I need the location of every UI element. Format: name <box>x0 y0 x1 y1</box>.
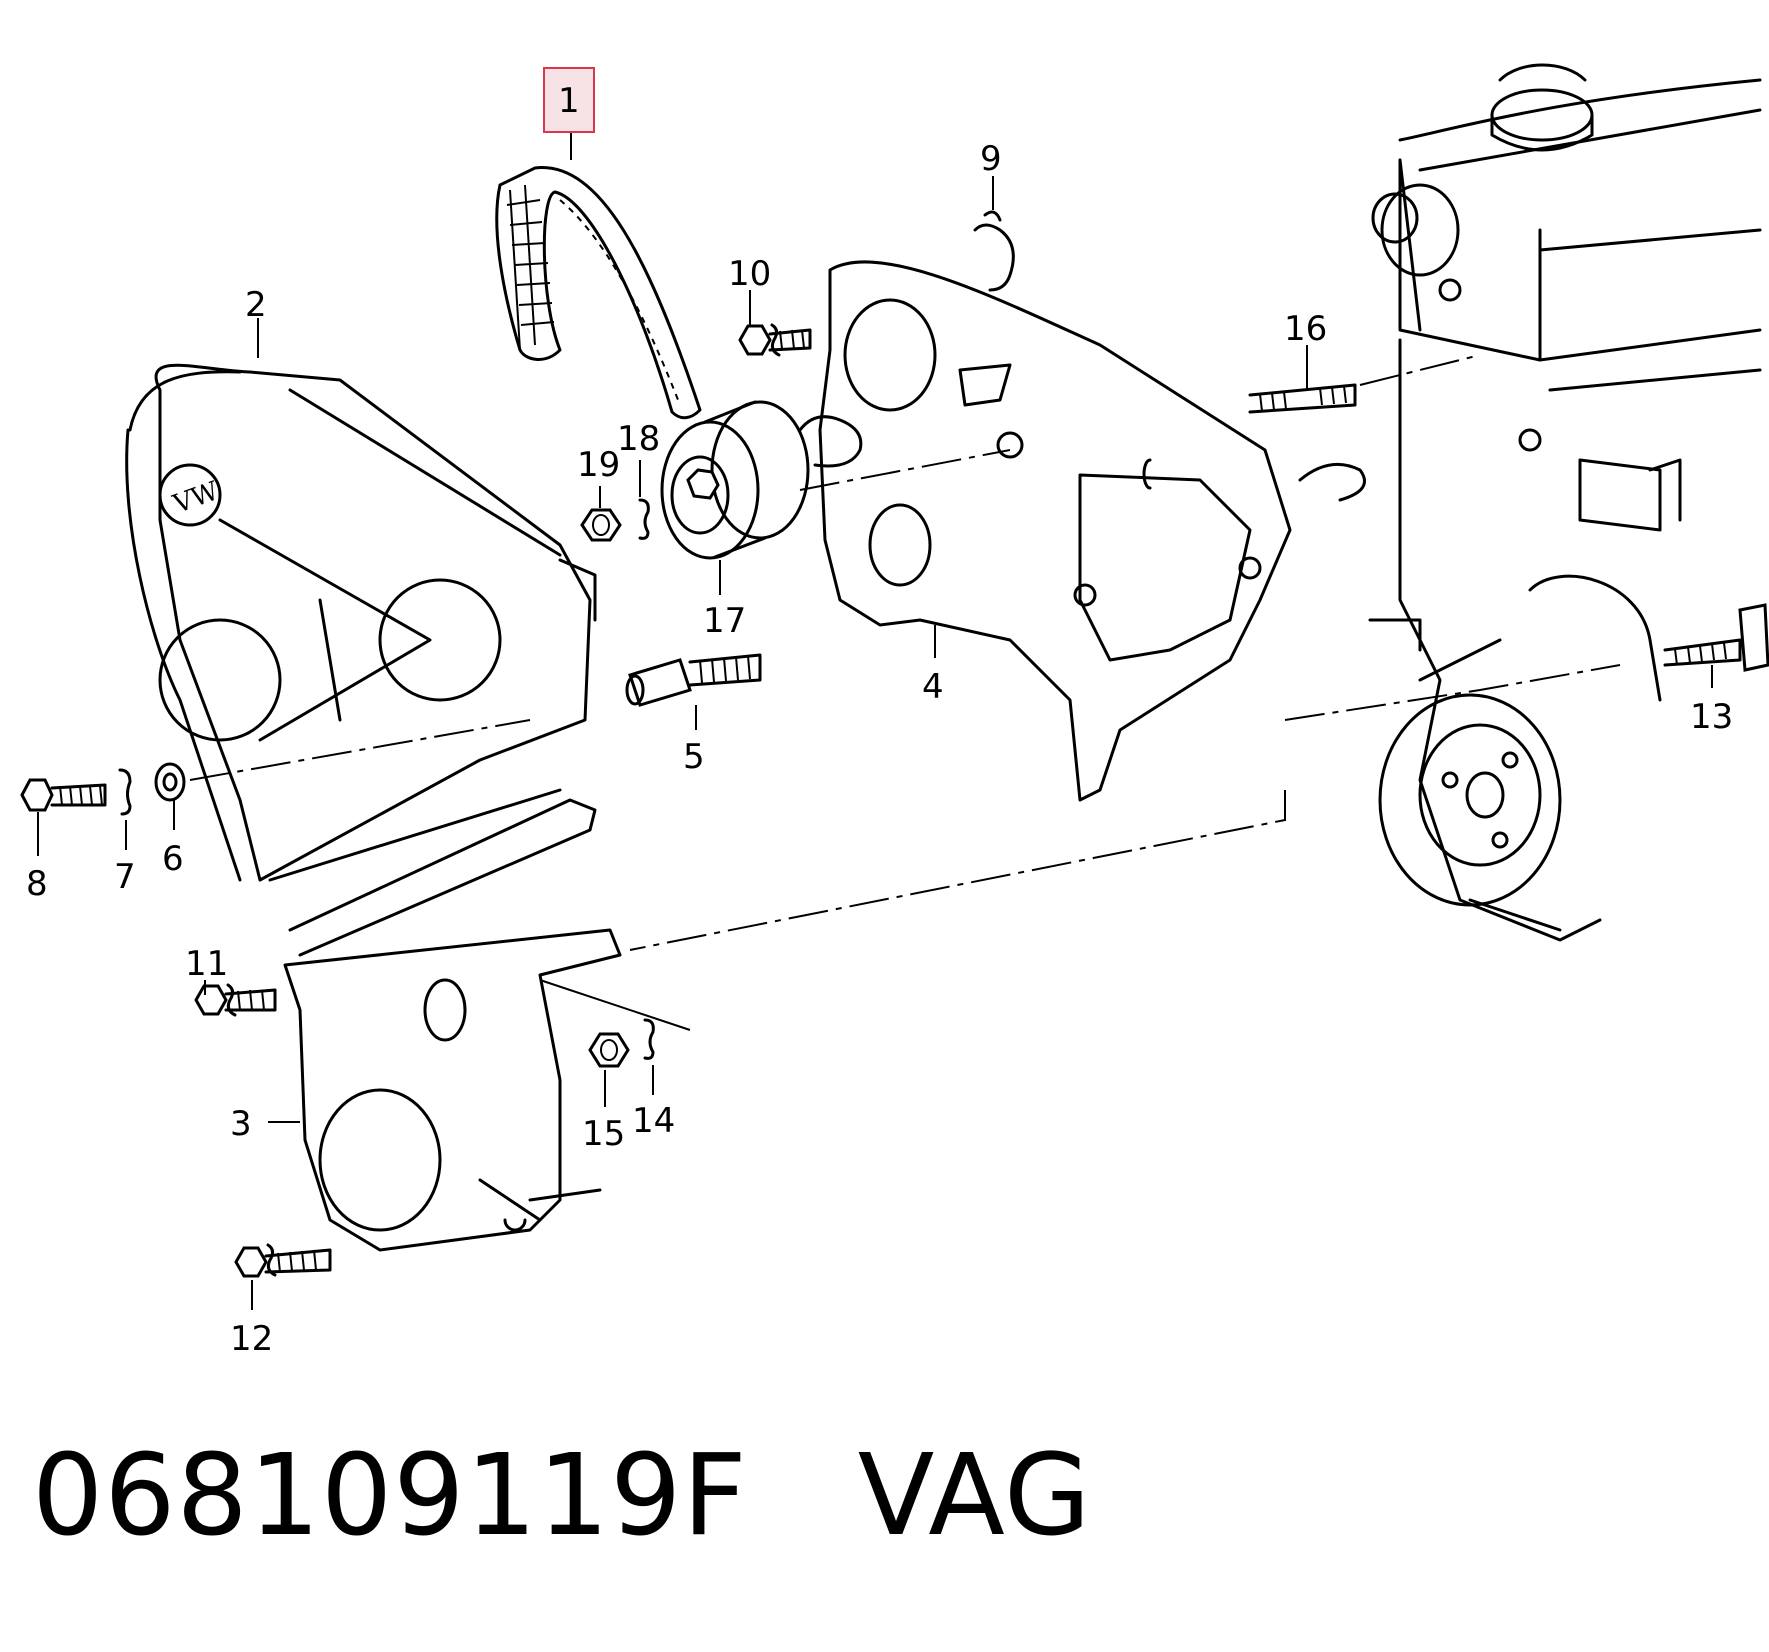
brand-name: VAG <box>857 1431 1092 1561</box>
callout-18[interactable]: 18 <box>617 419 660 459</box>
timing-belt[interactable] <box>495 166 702 420</box>
tensioner-pulley-17[interactable] <box>660 400 810 560</box>
water-pump-pulley <box>1378 638 1562 932</box>
callout-16[interactable]: 16 <box>1284 309 1327 349</box>
spring-washer-18[interactable] <box>638 498 650 540</box>
lower-timing-cover[interactable] <box>268 788 622 1252</box>
stud-16[interactable] <box>1248 383 1357 414</box>
callout-13[interactable]: 13 <box>1690 697 1733 737</box>
callout-6[interactable]: 6 <box>162 839 184 879</box>
clip-right <box>1298 462 1366 502</box>
callout-4[interactable]: 4 <box>922 667 944 707</box>
callout-17[interactable]: 17 <box>703 601 746 641</box>
clip-upper <box>798 415 863 468</box>
engine-block <box>1368 63 1762 942</box>
callout-7[interactable]: 7 <box>114 857 136 897</box>
nut-19[interactable] <box>580 508 622 542</box>
callout-10[interactable]: 10 <box>728 254 771 294</box>
callout-labels: 1 2 3 4 5 6 7 8 9 10 11 12 13 14 15 16 1… <box>26 81 1733 1359</box>
bolt-10[interactable] <box>738 323 812 357</box>
callout-3[interactable]: 3 <box>230 1104 252 1144</box>
leader-lines <box>37 132 1713 1310</box>
nut-15[interactable] <box>588 1032 630 1068</box>
bolt-11[interactable] <box>194 983 277 1017</box>
callout-12[interactable]: 12 <box>230 1319 273 1359</box>
upper-timing-cover[interactable]: VW <box>125 363 597 882</box>
callout-11[interactable]: 11 <box>185 944 228 984</box>
callout-2[interactable]: 2 <box>245 285 267 325</box>
callout-8[interactable]: 8 <box>26 864 48 904</box>
washer-6[interactable] <box>154 762 186 802</box>
spacer-stud-5[interactable] <box>625 653 762 707</box>
part-number: 068109119F <box>32 1431 748 1561</box>
callout-5[interactable]: 5 <box>683 737 705 777</box>
assembly-lines <box>189 354 1621 1031</box>
spring-washer-7[interactable] <box>118 768 132 816</box>
bolt-8[interactable] <box>20 778 107 812</box>
bolt-12[interactable] <box>234 1243 332 1278</box>
rear-timing-cover[interactable] <box>818 260 1292 802</box>
bolt-13[interactable] <box>1663 603 1769 672</box>
clip-9[interactable] <box>973 210 1015 292</box>
callout-14[interactable]: 14 <box>632 1101 675 1141</box>
callout-1[interactable]: 1 <box>558 81 580 121</box>
callout-15[interactable]: 15 <box>582 1114 625 1154</box>
callout-19[interactable]: 19 <box>577 445 620 485</box>
spring-washer-14[interactable] <box>643 1018 655 1060</box>
highlight-box-part-1 <box>543 67 595 133</box>
callout-9[interactable]: 9 <box>980 139 1002 179</box>
